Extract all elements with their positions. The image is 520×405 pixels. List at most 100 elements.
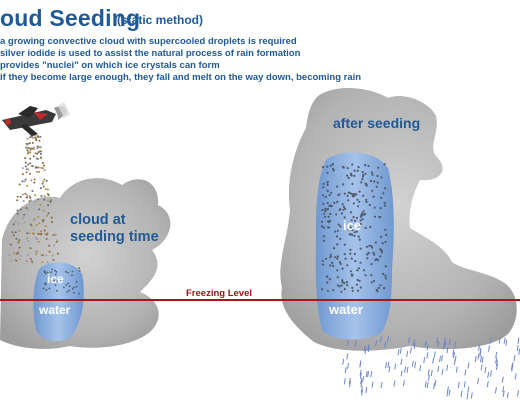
- particle-dot: [39, 187, 42, 190]
- rain-drop: [371, 381, 374, 388]
- particle-dot: [350, 173, 353, 177]
- particle-dot: [373, 180, 376, 183]
- particle-dot: [336, 276, 339, 279]
- particle-dot: [37, 145, 40, 148]
- airplane-icon: [2, 102, 70, 136]
- particle-dot: [38, 222, 41, 225]
- left-cloud: [0, 178, 171, 349]
- rain-drop: [477, 378, 479, 385]
- rain-drop: [457, 381, 460, 388]
- particle-dot: [36, 147, 39, 150]
- bullet-text: if they become large enough, they fall a…: [0, 72, 362, 83]
- particle-dot: [326, 165, 329, 168]
- particle-dot: [366, 257, 369, 260]
- particle-dot: [33, 178, 36, 181]
- particle-dot: [39, 203, 42, 206]
- particle-dot: [355, 193, 358, 196]
- rain-drop: [442, 343, 445, 350]
- particle-dot: [359, 261, 362, 264]
- particle-dot: [375, 288, 378, 292]
- particle-dot: [51, 268, 53, 271]
- rain-drop: [444, 341, 447, 348]
- particle-dot: [39, 146, 42, 149]
- particle-dot: [354, 219, 357, 222]
- particle-dot: [66, 291, 69, 293]
- particle-dot: [30, 135, 33, 138]
- particle-dot: [25, 146, 28, 149]
- particle-dot: [349, 270, 353, 273]
- particle-dot: [382, 287, 386, 290]
- particle-dot: [46, 188, 49, 191]
- particle-dot: [356, 278, 359, 282]
- particle-dot: [345, 281, 348, 284]
- rain-drop: [495, 351, 498, 358]
- particle-dot: [352, 202, 355, 205]
- particle-dot: [10, 259, 13, 262]
- particle-dot: [332, 289, 335, 292]
- particle-dot: [335, 213, 338, 216]
- particle-dot: [40, 195, 43, 198]
- rain-drop: [361, 389, 363, 396]
- particle-dot: [371, 189, 374, 192]
- particle-dot: [358, 190, 361, 193]
- rain-drop: [404, 366, 407, 373]
- particle-dot: [372, 195, 375, 198]
- particle-dot: [43, 198, 46, 201]
- particle-dot: [326, 275, 329, 278]
- particle-dot: [56, 289, 58, 292]
- particle-dot: [365, 253, 369, 256]
- rain-drop: [402, 380, 405, 387]
- rain-drop: [424, 381, 427, 388]
- particle-dot: [362, 194, 365, 197]
- rain-drop: [446, 364, 449, 371]
- particle-dot: [45, 289, 48, 291]
- particle-dot: [342, 166, 345, 169]
- rain-drop: [387, 336, 389, 343]
- rain-drop: [387, 361, 390, 368]
- rain-drop: [502, 386, 505, 393]
- rain-drop: [349, 380, 351, 388]
- particle-dot: [41, 182, 44, 185]
- particle-dot: [45, 233, 48, 236]
- page-subtitle: (static method): [117, 13, 204, 27]
- particle-dot: [359, 222, 362, 226]
- rain-drop: [448, 338, 451, 345]
- particle-dot: [379, 248, 382, 251]
- rain-drop: [400, 370, 403, 377]
- particle-dot: [351, 273, 354, 276]
- rain-drop: [409, 347, 412, 354]
- particle-dot: [22, 214, 25, 217]
- rain-drop: [495, 359, 498, 366]
- particle-dot: [32, 155, 35, 158]
- particle-dot: [27, 240, 30, 243]
- particle-dot: [324, 195, 327, 198]
- particle-dot: [364, 274, 367, 277]
- particle-dot: [43, 164, 45, 167]
- rain-drop: [428, 374, 430, 382]
- rain-drop: [486, 381, 489, 388]
- particle-dot: [333, 247, 336, 250]
- rain-drop: [346, 339, 349, 346]
- particle-dot: [373, 206, 376, 209]
- page-title: oud Seeding: [0, 5, 141, 31]
- particle-dot: [356, 169, 359, 172]
- particle-dot: [326, 202, 329, 205]
- particle-dot: [43, 178, 46, 181]
- rain-drop: [394, 363, 397, 370]
- particle-dot: [329, 255, 332, 258]
- freezing-level-label: Freezing Level: [186, 288, 252, 299]
- rain-drop: [488, 345, 490, 352]
- particle-dot: [362, 210, 365, 213]
- particle-dot: [31, 190, 34, 192]
- rain-drop: [446, 347, 449, 354]
- particle-dot: [358, 279, 361, 282]
- particle-dot: [380, 251, 383, 254]
- particle-dot: [15, 237, 18, 240]
- particle-dot: [44, 283, 47, 286]
- particle-dot: [321, 194, 324, 197]
- rain-drop: [400, 358, 403, 365]
- left-core: [33, 262, 84, 342]
- particle-dot: [342, 208, 345, 211]
- particle-dot: [50, 221, 53, 223]
- particle-dot: [329, 204, 332, 207]
